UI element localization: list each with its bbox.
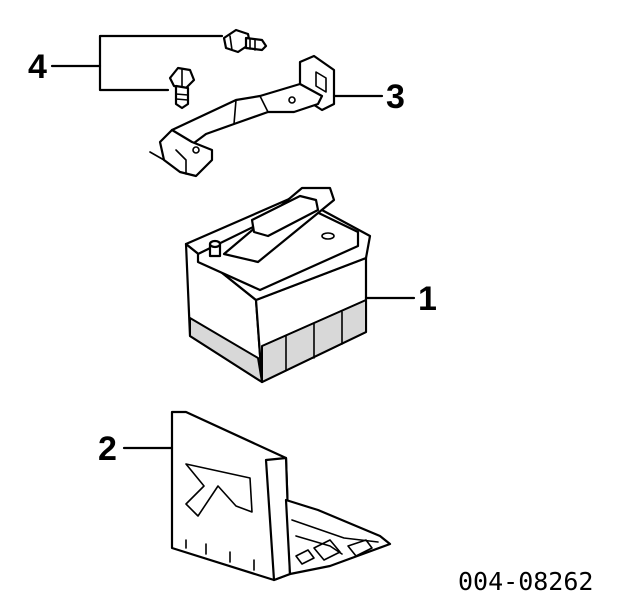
reference-number: 004-08262: [458, 567, 593, 596]
callout-3: 3: [386, 78, 405, 116]
hold-down-bracket: [149, 54, 336, 178]
fastener-bolt-lower: [168, 66, 196, 110]
leader-4: [50, 34, 224, 92]
fastener-bolt-upper: [222, 28, 268, 54]
battery: [184, 186, 372, 384]
callout-1: 1: [418, 280, 437, 318]
callout-2: 2: [98, 430, 117, 468]
battery-tray: [170, 410, 392, 582]
callout-4: 4: [28, 48, 47, 86]
